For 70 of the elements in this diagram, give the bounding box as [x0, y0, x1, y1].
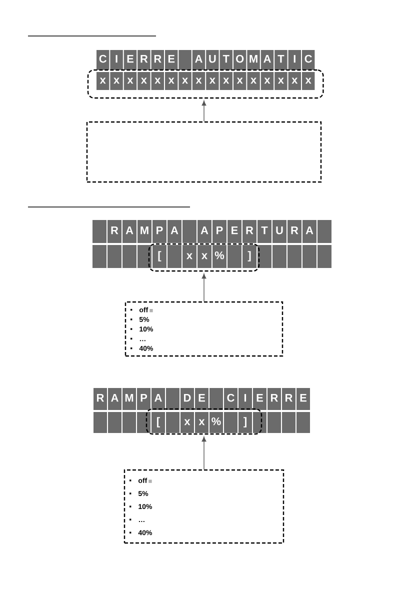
node-label: R — [111, 226, 118, 234]
node-label: M — [125, 394, 134, 402]
lcd-display-row: R A M P A D E C I E R R E — [94, 388, 310, 410]
node-label: I — [294, 55, 296, 63]
node-label: x — [100, 78, 106, 84]
node-label: D — [184, 394, 191, 402]
node-label: E — [232, 226, 238, 234]
node-label: C — [304, 54, 312, 63]
node-label: A — [154, 394, 162, 402]
node-label: x — [278, 78, 284, 84]
node-label: x — [223, 78, 230, 84]
node-label: x — [305, 78, 312, 84]
node-label: C — [227, 394, 234, 402]
node-label: x — [196, 78, 202, 84]
node-label: x — [127, 78, 134, 84]
node-label: E — [198, 394, 205, 402]
node-label: P — [216, 226, 223, 234]
arrow — [202, 274, 206, 302]
node-label: x — [168, 78, 174, 84]
node-label: A — [200, 226, 208, 234]
node-label: x — [250, 78, 257, 84]
node-label: A — [264, 55, 271, 63]
node-label: x — [292, 78, 298, 84]
node-label: O — [236, 54, 244, 63]
node-label: E — [127, 55, 134, 63]
node-label: x — [182, 78, 188, 84]
node-label: A — [170, 226, 178, 234]
node-label: P — [156, 226, 163, 234]
node-label: I — [244, 394, 246, 402]
lcd-display-row: C I E R R E A U T O M A T I C — [96, 50, 315, 70]
dashed-outline: [ x x % ] — [146, 408, 262, 435]
lcd-display-row — [92, 245, 332, 268]
node-label: R — [286, 394, 292, 402]
node-label: C — [99, 54, 107, 63]
node-label: E — [168, 55, 175, 63]
node-label: R — [271, 394, 278, 402]
node-label: x — [209, 78, 216, 84]
node-label: R — [97, 394, 104, 402]
dashed-outline: [ x x % ] — [148, 243, 260, 272]
node-label: x — [236, 78, 243, 84]
node-label: M — [140, 226, 148, 234]
node-label: E — [256, 394, 263, 402]
node-label: U — [209, 55, 216, 63]
arrow — [202, 436, 206, 470]
node-label: x — [264, 78, 270, 84]
node-label: A — [195, 55, 202, 63]
node-label: x — [154, 78, 161, 84]
arrow — [202, 100, 206, 122]
node-label: T — [261, 226, 268, 234]
node-label: x — [114, 78, 120, 84]
empty-dashed-box — [86, 121, 322, 183]
node-label: P — [140, 394, 148, 402]
node-label: x — [140, 78, 147, 84]
node-label: A — [306, 226, 314, 234]
node-label: E — [300, 394, 306, 402]
node-label: U — [276, 226, 283, 234]
node-label: T — [278, 55, 284, 63]
lcd-display-row: x x x x x x x x x x x x x x x x — [96, 72, 315, 90]
lcd-display-row — [94, 412, 310, 433]
dashed-outline — [87, 69, 324, 99]
node-label: I — [116, 55, 118, 63]
node-label: M — [250, 55, 258, 63]
node-label: R — [246, 226, 254, 234]
node-label: R — [154, 55, 162, 63]
node-label: T — [222, 55, 230, 63]
node-label: A — [126, 226, 134, 234]
node-label: R — [291, 226, 298, 234]
lcd-display-row: R A M P A A P E R T U R A — [92, 220, 332, 243]
node-label: A — [111, 394, 118, 402]
node-label: R — [140, 55, 148, 63]
